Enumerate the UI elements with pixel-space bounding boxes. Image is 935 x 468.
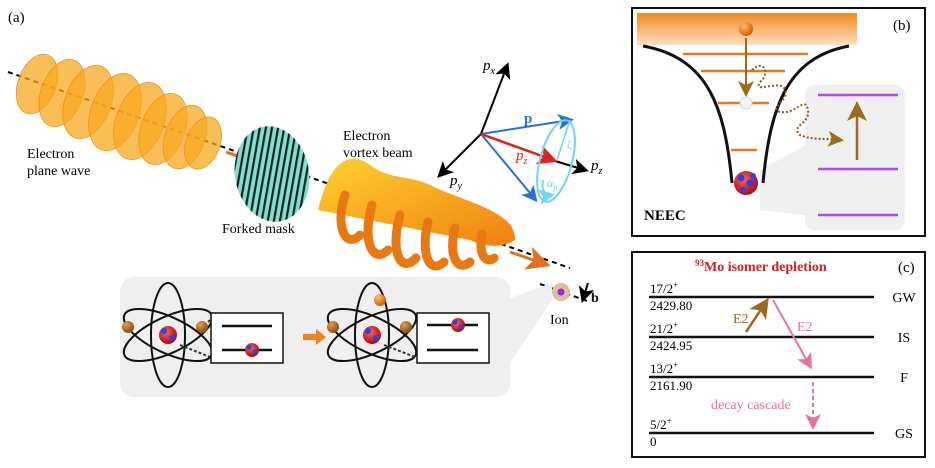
zeta-label: ζ xyxy=(567,139,572,151)
momentum-diagram: px py pz p pz ζ αp xyxy=(437,58,603,205)
helix-loop xyxy=(336,190,365,244)
impact-parameter-arrow xyxy=(578,282,595,303)
panel-c-title: 93Mo isomer depletion xyxy=(695,258,827,275)
atom-after xyxy=(326,282,418,388)
captured-electron xyxy=(374,294,386,306)
panel-c-label: (c) xyxy=(898,260,915,276)
nuclear-inset xyxy=(805,85,905,230)
helix-loop xyxy=(448,223,475,270)
impact-parameter-label: b xyxy=(591,291,599,306)
panel-a-label: (a) xyxy=(8,10,25,26)
pz-vector-label: pz xyxy=(515,148,528,167)
panel-b: (b) NEEC xyxy=(631,7,926,237)
free-electron xyxy=(739,22,753,36)
nucleus-excited-state xyxy=(451,318,465,332)
virtual-photon xyxy=(751,64,844,147)
plane-wave-label-line2: plane wave xyxy=(27,164,90,179)
atom-inset xyxy=(120,277,552,397)
py-label: py xyxy=(449,173,463,192)
level-energy: 0 xyxy=(650,434,657,449)
beam-arrow-to-ion xyxy=(509,246,551,270)
electron xyxy=(196,321,208,333)
vortex-beam-label-line2: vortex beam xyxy=(343,146,413,161)
panel-c-frame xyxy=(631,251,926,458)
py-axis xyxy=(437,133,482,178)
level-name: GW xyxy=(892,291,916,306)
plane-wave-disks xyxy=(15,53,222,170)
vacancy xyxy=(739,96,753,110)
level-name: GS xyxy=(895,427,913,442)
alpha-label: αp xyxy=(547,176,557,192)
ion-label: Ion xyxy=(550,313,569,328)
vortex-helix xyxy=(318,158,515,271)
level-scheme: 17/2+ 2429.80 GW 21/2+ 2424.95 IS 13/2+ 2161.90… xyxy=(649,280,916,449)
vortex-beam-label-line1: Electron xyxy=(343,129,390,144)
plane-wave-label-line1: Electron xyxy=(27,147,74,162)
alpha-arrow xyxy=(537,179,555,205)
helix-loop xyxy=(363,200,393,259)
px-axis xyxy=(480,62,511,135)
energy-level-f: 13/2+ 2161.90 F xyxy=(649,360,908,393)
inset-pointer xyxy=(505,283,552,370)
electron xyxy=(327,321,339,333)
ion-nucleus xyxy=(557,288,565,296)
helix-loop xyxy=(476,229,499,265)
electron xyxy=(400,321,412,333)
pz-axis xyxy=(554,158,589,175)
helix-loop xyxy=(391,210,421,268)
level-spin: 13/2+ xyxy=(650,360,678,376)
transition-arrow xyxy=(303,329,326,345)
plane-wave-disk xyxy=(184,116,222,170)
p-vector-cone-edge xyxy=(480,133,538,203)
zeta-line xyxy=(556,119,571,161)
level-spin: 17/2+ xyxy=(650,280,678,296)
energy-level-gs: 5/2+ 0 GS xyxy=(649,416,913,449)
decay-cascade-label: decay cascade xyxy=(711,398,791,413)
e2-excitation-arrow xyxy=(744,297,769,333)
nuclear-levels xyxy=(818,93,898,217)
energy-level-is: 21/2+ 2424.95 IS xyxy=(649,320,910,353)
energy-level-gw: 17/2+ 2429.80 GW xyxy=(649,280,916,313)
helix-loop xyxy=(420,217,449,271)
nuclear-levels-before xyxy=(210,312,284,364)
p-vector xyxy=(480,113,574,135)
pz-axis-label: pz xyxy=(590,158,603,177)
p-vector-label: p xyxy=(524,111,532,127)
electron xyxy=(122,321,134,333)
e2-excitation-label: E2 xyxy=(733,312,749,327)
level-energy: 2161.90 xyxy=(650,378,692,393)
level-name: IS xyxy=(898,331,910,346)
level-spin: 5/2+ xyxy=(650,416,672,432)
nuclear-levels-after xyxy=(416,312,490,364)
panel-a: (a) Electron plane wave Forked mask xyxy=(7,10,603,397)
level-spin: 21/2+ xyxy=(650,320,678,336)
nucleus xyxy=(159,326,177,344)
level-energy: 2424.95 xyxy=(650,338,692,353)
nucleus-ground-state xyxy=(245,343,259,357)
potential-well-left xyxy=(642,44,734,184)
px-label: px xyxy=(482,58,496,77)
e2-decay-arrow xyxy=(772,299,812,370)
forked-mask-label: Forked mask xyxy=(222,222,295,237)
forked-mask xyxy=(234,126,310,222)
level-energy: 2429.80 xyxy=(650,298,692,313)
e2-decay-label: E2 xyxy=(797,320,813,335)
panel-c: 93Mo isomer depletion (c) 17/2+ 2429.80 GW… xyxy=(631,251,926,458)
level-name: F xyxy=(900,371,908,386)
nucleus xyxy=(363,326,381,344)
atom-before xyxy=(122,282,214,388)
neec-label: NEEC xyxy=(644,208,686,224)
panel-b-label: (b) xyxy=(893,18,911,34)
